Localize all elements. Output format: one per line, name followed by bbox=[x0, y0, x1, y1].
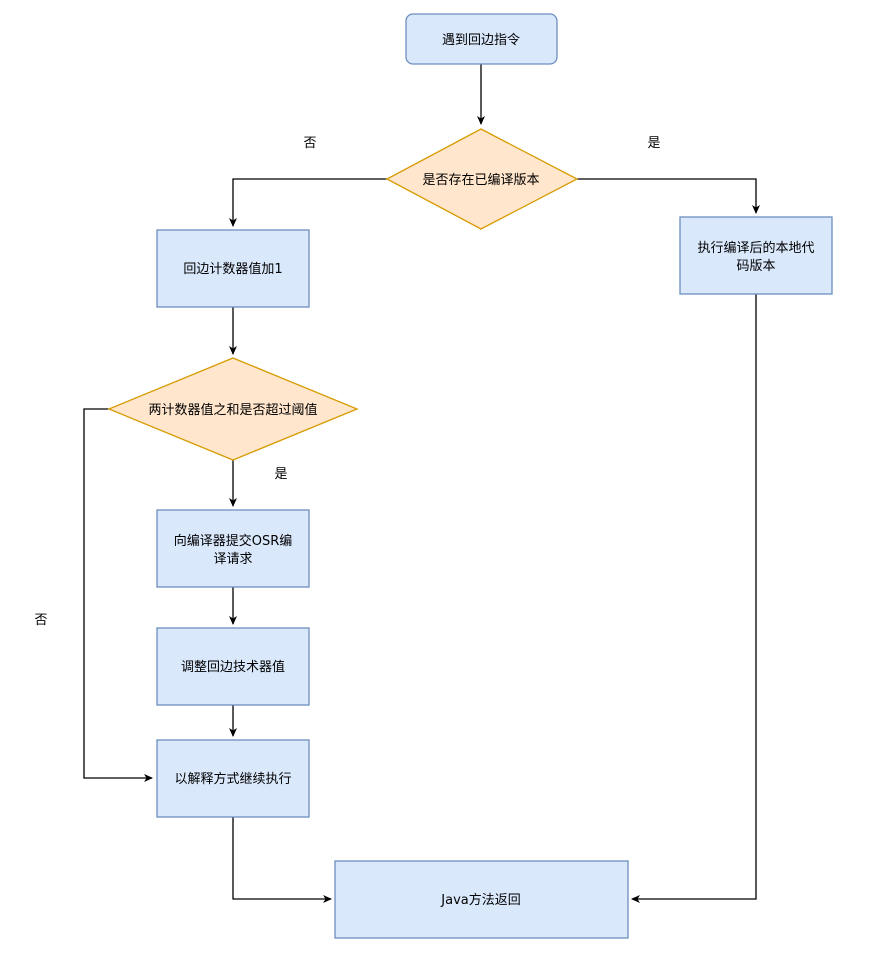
edge-label-compiled-no: 否 bbox=[303, 136, 316, 151]
increment-counter-box bbox=[156, 229, 310, 308]
edge-check-yes-to-native bbox=[577, 178, 760, 214]
check-threshold-label: 两计数器值之和是否超过阈值 bbox=[148, 402, 317, 418]
check-threshold-diamond bbox=[107, 357, 359, 461]
run-native-label-line1: 执行编译后的本地代 bbox=[697, 240, 814, 256]
run-native-label-line2: 码版本 bbox=[736, 259, 775, 274]
check-compiled-diamond bbox=[385, 128, 579, 230]
edge-threshold-no-to-interpret bbox=[83, 408, 153, 782]
node-submit-osr: 向编译器提交OSR编 译请求 bbox=[156, 509, 310, 588]
node-return: Java方法返回 bbox=[334, 860, 629, 939]
node-run-native: 执行编译后的本地代 码版本 bbox=[679, 216, 833, 295]
check-compiled-label: 是否存在已编译版本 bbox=[422, 173, 539, 188]
node-check-threshold: 两计数器值之和是否超过阈值 bbox=[107, 357, 359, 461]
run-native-box bbox=[679, 216, 833, 295]
node-increment-counter: 回边计数器值加1 bbox=[156, 229, 310, 308]
node-interpret: 以解释方式继续执行 bbox=[156, 739, 310, 818]
node-start: 遇到回边指令 bbox=[405, 13, 558, 65]
submit-osr-label-line2: 译请求 bbox=[213, 552, 252, 567]
adjust-counter-box bbox=[156, 627, 310, 706]
edges bbox=[83, 64, 760, 903]
increment-counter-label: 回边计数器值加1 bbox=[183, 261, 282, 277]
return-label: Java方法返回 bbox=[440, 892, 520, 908]
edge-native-to-return bbox=[631, 294, 757, 903]
adjust-counter-label: 调整回边技术器值 bbox=[181, 659, 285, 675]
interpret-label: 以解释方式继续执行 bbox=[174, 771, 291, 787]
start-label: 遇到回边指令 bbox=[442, 33, 520, 48]
node-check-compiled: 是否存在已编译版本 bbox=[385, 128, 579, 230]
edge-label-threshold-no: 否 bbox=[34, 613, 47, 628]
start-box bbox=[405, 13, 558, 65]
edge-label-threshold-yes: 是 bbox=[274, 467, 287, 482]
submit-osr-box bbox=[156, 509, 310, 588]
node-adjust-counter: 调整回边技术器值 bbox=[156, 627, 310, 706]
edge-interpret-to-return bbox=[232, 817, 332, 903]
edge-check-no-to-increment bbox=[229, 178, 387, 227]
edge-label-compiled-yes: 是 bbox=[647, 136, 660, 151]
submit-osr-label-line1: 向编译器提交OSR编 bbox=[174, 533, 293, 549]
interpret-box bbox=[156, 739, 310, 818]
return-box bbox=[334, 860, 629, 939]
